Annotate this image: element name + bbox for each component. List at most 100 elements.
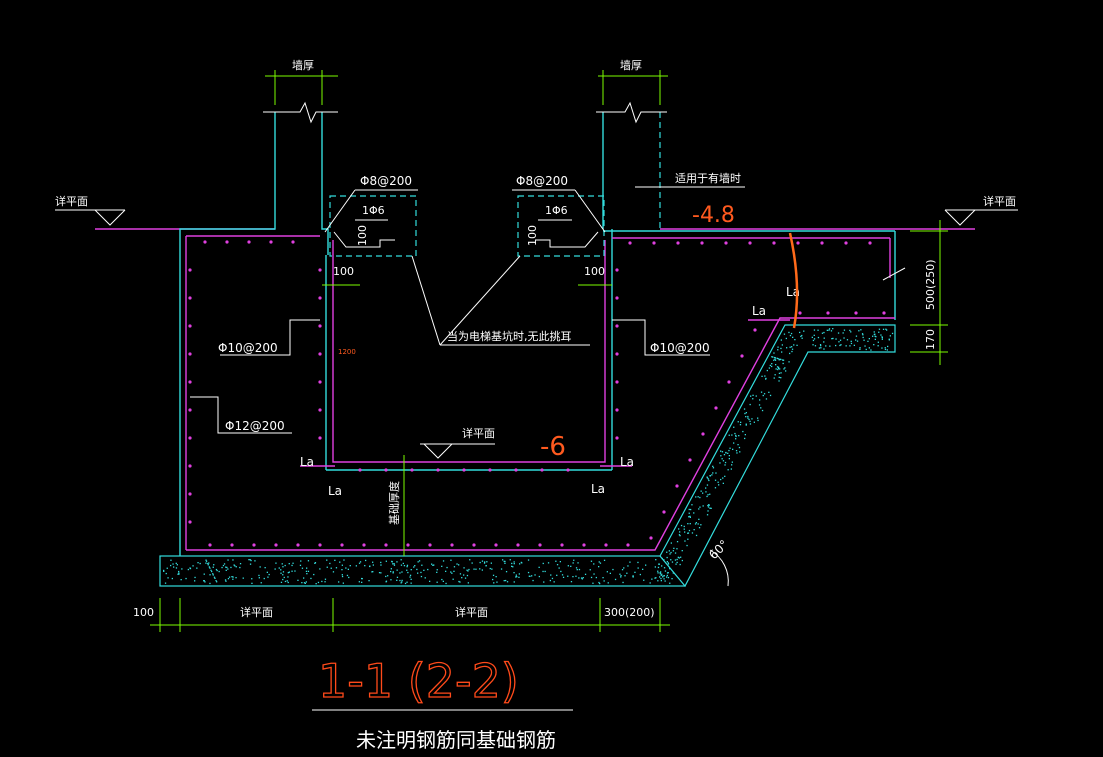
hatch-speck [310, 577, 312, 580]
rebar-dot [540, 468, 544, 472]
hatch-speck [773, 377, 775, 379]
rebar-dot [384, 468, 388, 472]
la-label-1: La [300, 455, 314, 469]
rebar-dot [488, 468, 492, 472]
hatch-speck [706, 495, 708, 498]
hatch-speck [561, 574, 564, 576]
hatch-speck [203, 580, 205, 582]
hatch-speck [707, 504, 709, 507]
hatch-speck [717, 481, 719, 483]
hatch-speck [441, 578, 443, 581]
break-symbols [263, 101, 667, 124]
hatch-speck [877, 341, 879, 343]
dim-100-bottom: 100 [133, 606, 154, 619]
hatch-speck [707, 506, 710, 508]
phi10-leader-right [612, 319, 710, 356]
hatch-speck [845, 345, 847, 347]
hatch-speck [212, 574, 214, 576]
rebar-dot [615, 296, 619, 300]
hatch-speck [855, 335, 858, 337]
hatch-speck [378, 572, 381, 574]
hatch-speck [693, 529, 695, 531]
hatch-speck [390, 568, 392, 570]
hatch-speck [689, 516, 691, 518]
rebar-dot [652, 241, 656, 245]
rebar-label-phi10-right: Φ10@200 [650, 341, 710, 355]
hatch-speck [755, 395, 757, 397]
hatch-speck [891, 332, 894, 335]
hatch-speck [341, 574, 343, 576]
hatch-speck [458, 564, 460, 566]
hatch-speck [674, 559, 677, 561]
wall-thickness-label-left: 墙厚 [292, 58, 314, 72]
hatch-speck [575, 575, 577, 577]
rebar-dot [615, 380, 619, 384]
hatch-speck [503, 580, 505, 582]
hatch-speck [414, 565, 416, 567]
hatch-speck [733, 442, 735, 444]
hatch-speck [791, 350, 793, 353]
hatch-speck [479, 561, 481, 564]
hatch-speck [662, 576, 664, 578]
hatch-speck [687, 523, 689, 525]
rebar-dot [538, 543, 542, 547]
hatch-speck [396, 561, 398, 563]
hatch-speck [496, 581, 498, 583]
hatch-speck [231, 576, 233, 578]
hatch-speck [194, 580, 196, 582]
hatch-speck [645, 564, 647, 566]
hatch-speck [450, 571, 452, 573]
hatch-speck [881, 338, 883, 340]
elevator-pit-note: 当为电梯基坑时,无此挑耳 [447, 329, 572, 343]
hatch-speck [679, 563, 681, 566]
hatch-speck [258, 577, 260, 579]
hatch-speck [657, 566, 660, 569]
hatch-speck [334, 559, 336, 561]
hatch-speck [725, 451, 727, 454]
hatch-speck [669, 582, 671, 584]
hatch-speck [626, 572, 628, 574]
hatch-speck [492, 578, 494, 581]
hatch-speck [780, 339, 782, 341]
hatch-speck [722, 482, 724, 484]
hatch-speck [204, 581, 206, 583]
hatch-speck [657, 570, 659, 572]
hatch-speck [282, 571, 285, 573]
hatch-speck [178, 573, 180, 575]
hatch-speck [780, 372, 782, 374]
hatch-speck [214, 577, 216, 579]
hatch-speck [515, 574, 517, 576]
concrete-hatch [163, 328, 894, 585]
hatch-speck [301, 582, 303, 584]
hatch-speck [708, 479, 710, 482]
hatch-speck [688, 529, 691, 532]
hatch-speck [865, 348, 867, 351]
hatch-speck [779, 368, 781, 370]
hatch-speck [887, 345, 889, 348]
hatch-speck [777, 368, 779, 371]
rebar-dot [318, 436, 322, 440]
hatch-speck [773, 359, 775, 361]
phi10-leader-left [220, 319, 320, 356]
rebar-dot [247, 240, 251, 244]
hatch-speck [399, 579, 401, 582]
rebar-dot [296, 543, 300, 547]
hatch-speck [881, 347, 883, 349]
hatch-speck [423, 569, 425, 571]
hatch-speck [863, 339, 865, 341]
hatch-speck [513, 572, 515, 574]
hatch-speck [207, 564, 209, 566]
hatch-speck [326, 559, 328, 561]
rebar-label-top-right: Φ8@200 [516, 174, 568, 188]
level-marker-right [944, 209, 1018, 226]
hatch-speck [221, 566, 223, 569]
hatch-speck [698, 527, 701, 529]
title-note: 未注明钢筋同基础钢筋 [356, 728, 556, 752]
hatch-speck [676, 561, 678, 564]
hatch-speck [562, 576, 565, 578]
hatch-speck [823, 348, 825, 350]
elevation-top: -4.8 [692, 203, 735, 228]
rebar-dot [615, 408, 619, 412]
hatch-speck [205, 559, 207, 561]
hatch-speck [250, 559, 252, 562]
